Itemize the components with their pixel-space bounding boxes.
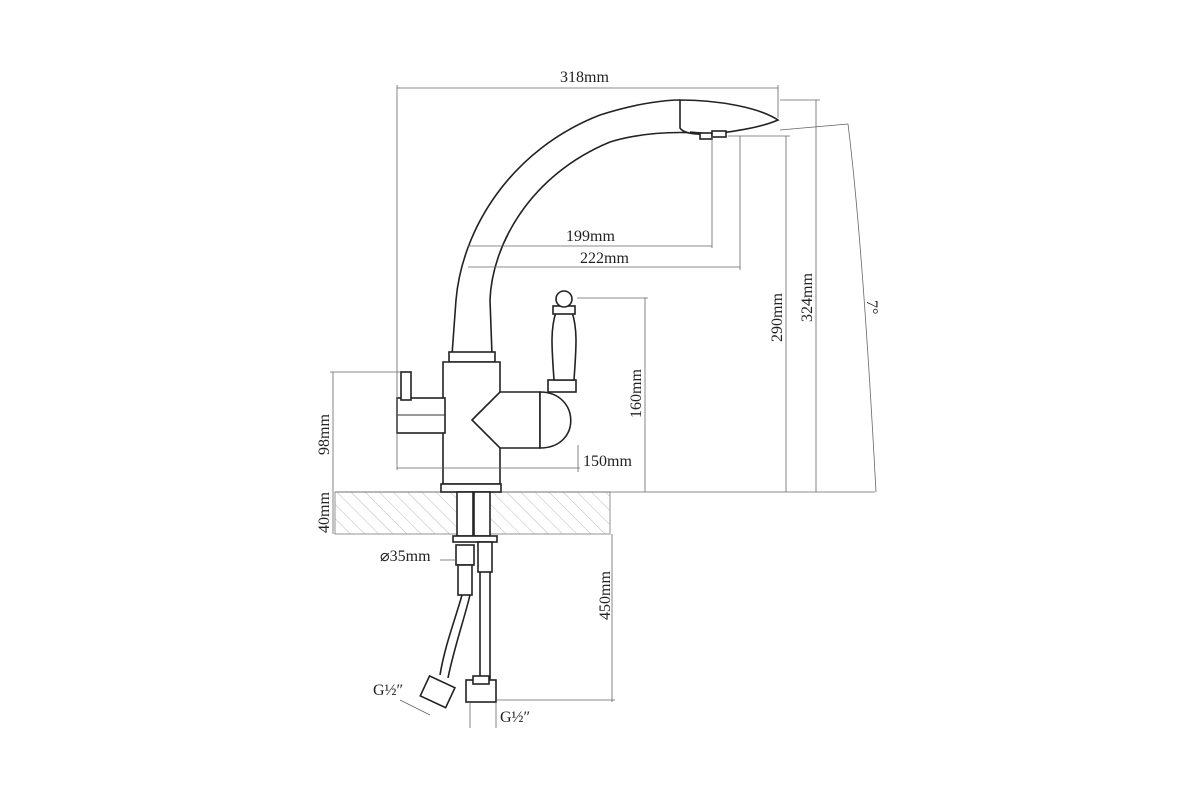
- dim-150: 150mm: [583, 453, 632, 470]
- spout: [451, 99, 780, 356]
- dim-98: 98mm: [316, 414, 333, 455]
- dim-40: 40mm: [316, 492, 333, 533]
- countertop: [334, 491, 875, 535]
- dim-35: ⌀35mm: [380, 548, 431, 565]
- dim-318: 318mm: [560, 69, 609, 86]
- dim-450: 450mm: [597, 571, 614, 620]
- dim-160: 160mm: [628, 369, 645, 418]
- dim-222: 222mm: [580, 250, 629, 267]
- faucet-body: [396, 290, 577, 493]
- dim-angle: 7°: [863, 300, 880, 314]
- dim-199: 199mm: [566, 228, 615, 245]
- dim-324: 324mm: [799, 273, 816, 322]
- dim-thread-right: G½″: [500, 709, 530, 726]
- shank-and-hoses: [419, 491, 498, 709]
- dim-290: 290mm: [769, 293, 786, 342]
- dim-thread-left: G½″: [373, 682, 403, 699]
- dimension-lines: [330, 85, 877, 728]
